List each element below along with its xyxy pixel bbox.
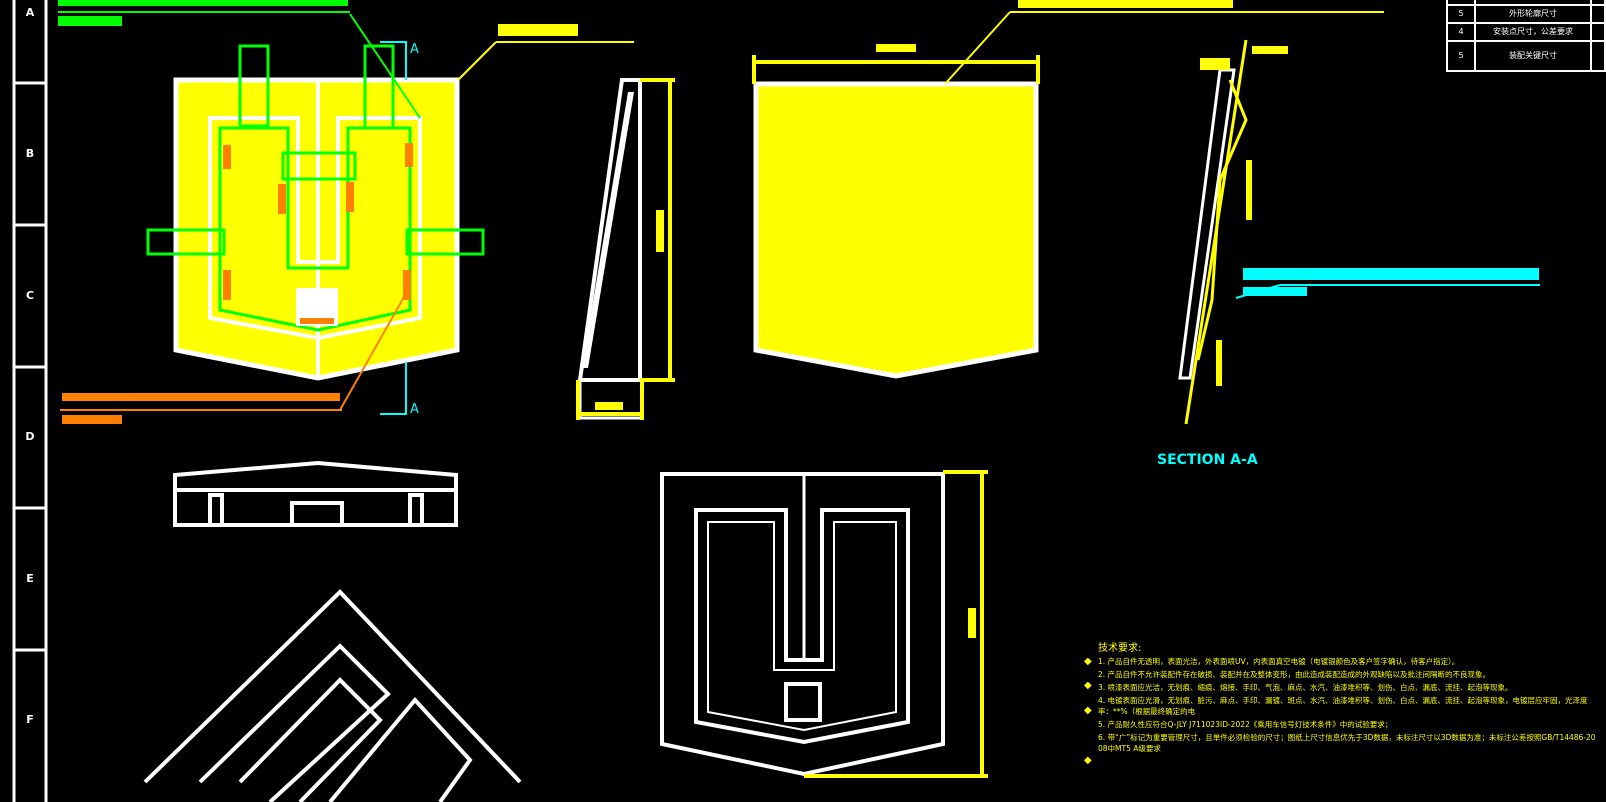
row-number: 5 bbox=[1448, 6, 1476, 22]
tech-item: 4. 电镀表面应光滑，无划痕、脏污、麻点、手印、漏镀、斑点、水汽、油漆堆积等、划… bbox=[1098, 696, 1588, 716]
zone-label-a: A bbox=[25, 6, 35, 19]
row-number bbox=[1448, 0, 1476, 4]
table-row bbox=[1446, 0, 1606, 6]
tech-item: 3. 喷漆表面应光洁，无划痕、缩痕、熔接、手印、气泡、麻点、水汽、油漆堆积等、划… bbox=[1098, 683, 1513, 692]
zone-label-d: D bbox=[25, 430, 35, 443]
key-mark-icon: ◆ bbox=[1084, 680, 1092, 691]
key-mark-icon: ◆ bbox=[1084, 656, 1092, 667]
zone-label-c: C bbox=[25, 289, 35, 302]
zone-label-b: B bbox=[25, 147, 35, 160]
section-mark-top: A bbox=[410, 42, 419, 57]
zone-label-e: E bbox=[26, 572, 34, 585]
tech-title: 技术要求: bbox=[1098, 643, 1142, 654]
row-description: 外形轮廓尺寸 bbox=[1476, 6, 1592, 22]
row-description: 安装点尺寸，公差要求 bbox=[1476, 24, 1592, 40]
row-description bbox=[1476, 0, 1592, 4]
zone-label-f: F bbox=[26, 713, 34, 726]
section-label: SECTION A-A bbox=[1157, 452, 1258, 468]
drawing-frame bbox=[12, 0, 48, 802]
row-description: 装配关键尺寸 bbox=[1476, 42, 1592, 70]
front-view bbox=[58, 0, 634, 424]
tech-item: 5. 产品耐久性应符合Q-JLY J711023ID-2022《乘用车信号灯技术… bbox=[1098, 720, 1393, 729]
top-view bbox=[173, 460, 458, 527]
side-view bbox=[576, 78, 675, 420]
isometric-view bbox=[143, 589, 522, 802]
tech-item: 2. 产品自件不允许装配件存在破损、装配并在及整体变形，由此造成装配造成的外观缺… bbox=[1098, 670, 1491, 679]
tech-item: 1. 产品自件无透明，表面光洁，外表面喷UV，内表面真空电镀（电镀银颜色及客户签… bbox=[1098, 657, 1460, 666]
tech-item: 6. 带“广”标记为重要管理尺寸，且单件必须检验的尺寸；图纸上尺寸信息优先于3D… bbox=[1098, 733, 1596, 753]
row-number: 4 bbox=[1448, 24, 1476, 40]
bottom-view bbox=[660, 470, 988, 778]
rear-view bbox=[752, 0, 1384, 379]
technical-requirements: 技术要求: 1. 产品自件无透明，表面光洁，外表面喷UV，内表面真空电镀（电镀银… bbox=[1098, 642, 1598, 756]
row-number: 5 bbox=[1448, 42, 1476, 70]
section-mark-bottom: A bbox=[410, 402, 419, 417]
key-mark-icon: ◆ bbox=[1084, 705, 1092, 716]
key-mark-icon: ◆ bbox=[1084, 755, 1092, 766]
section-view bbox=[1178, 39, 1540, 425]
